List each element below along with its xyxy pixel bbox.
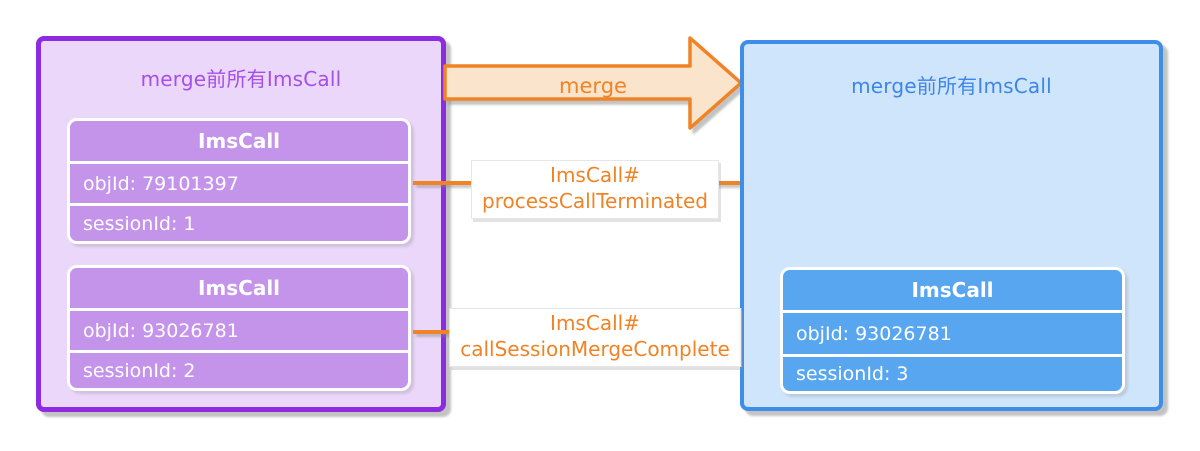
connector-2-label: ImsCall# callSessionMergeComplete	[449, 308, 741, 367]
connector-1-label-line1: ImsCall#	[550, 163, 640, 187]
sessionid-row: sessionId: 2	[70, 350, 408, 388]
left-panel: merge前所有ImsCall ImsCall objId: 79101397 …	[36, 36, 446, 412]
merge-block-arrow-shape	[443, 36, 743, 130]
merge-block-arrow-icon	[443, 36, 743, 130]
imscall-box-header: ImsCall	[70, 121, 408, 161]
imscall-box-header: ImsCall	[70, 268, 408, 308]
merge-arrow-label: merge	[559, 74, 627, 98]
imscall-box-left-1: ImsCall objId: 79101397 sessionId: 1	[67, 118, 411, 244]
imscall-box-right-1: ImsCall objId: 93026781 sessionId: 3	[780, 267, 1125, 394]
connector-2-label-line2: callSessionMergeComplete	[460, 337, 730, 362]
objid-row: objId: 93026781	[783, 310, 1122, 354]
sessionid-row: sessionId: 1	[70, 203, 408, 241]
imscall-box-left-2: ImsCall objId: 93026781 sessionId: 2	[67, 265, 411, 391]
objid-row: objId: 93026781	[70, 308, 408, 350]
connector-1-label-line2: processCallTerminated	[482, 189, 708, 214]
sessionid-row: sessionId: 3	[783, 354, 1122, 391]
right-panel-title: merge前所有ImsCall	[851, 74, 1052, 98]
connector-2-label-line1: ImsCall#	[550, 311, 640, 335]
objid-row: objId: 79101397	[70, 161, 408, 203]
left-panel-title: merge前所有ImsCall	[140, 67, 342, 91]
right-panel: merge前所有ImsCall ImsCall objId: 93026781 …	[740, 40, 1163, 411]
imscall-box-header: ImsCall	[783, 270, 1122, 310]
connector-1-label: ImsCall# processCallTerminated	[471, 160, 719, 219]
